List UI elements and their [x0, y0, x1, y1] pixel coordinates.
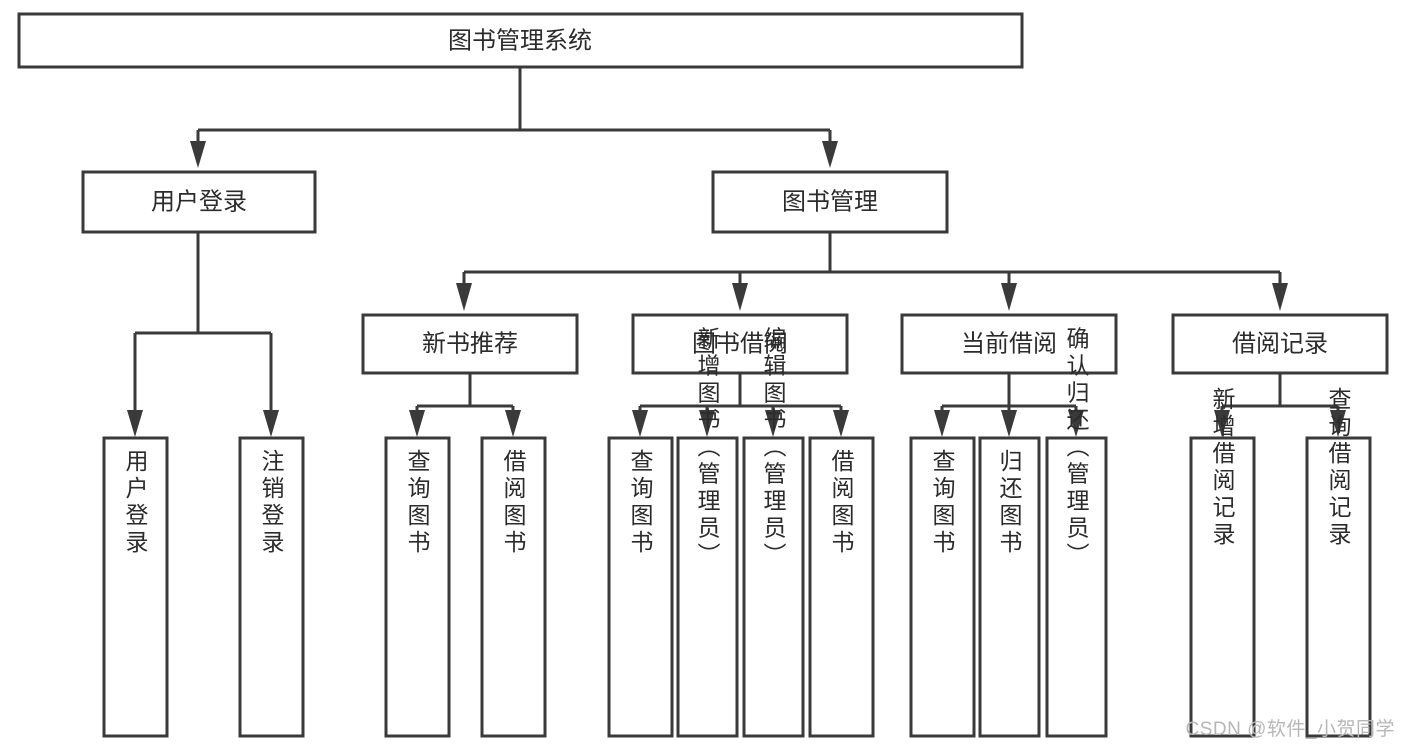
node-leaf-query-book-3-label: 查询图书 [929, 449, 956, 557]
connector-group-bookmgmt [456, 233, 1288, 311]
node-book-borrow-box[interactable] [631, 313, 849, 375]
arrow-head-leaf-borrow-book-2 [833, 410, 849, 437]
connector-group-root [190, 67, 838, 168]
connector-group-new-book-recommend [409, 374, 521, 437]
arrow-head-new-book-recommend [456, 283, 472, 311]
node-root-label: 图书管理系统 [448, 27, 592, 54]
node-leaf-confirm-return[interactable]: 确认归还（管理员） [1045, 327, 1108, 738]
node-leaf-user-login-box[interactable] [102, 436, 169, 738]
node-leaf-return-book-box[interactable] [978, 436, 1041, 738]
node-leaf-return-book[interactable]: 归还图书 [978, 436, 1041, 738]
node-book-management[interactable]: 图书管理 [711, 170, 949, 234]
arrow-head-leaf-query-book-2 [632, 410, 648, 437]
node-leaf-borrow-book-1-box[interactable] [480, 436, 547, 738]
node-leaf-query-record-label: 查询借阅记录 [1325, 387, 1352, 549]
node-leaf-confirm-return-box[interactable] [1045, 436, 1108, 738]
connector-group-book-borrow [632, 374, 849, 437]
connector-group-current-borrow [934, 374, 1084, 437]
node-current-borrow-label: 当前借阅 [961, 330, 1057, 357]
node-leaf-edit-book-box[interactable] [742, 436, 805, 738]
node-leaf-confirm-return-label: 确认归还（管理员） [1063, 327, 1090, 570]
arrow-head-leaf-edit-book [765, 410, 781, 437]
arrow-head-borrow-records [1272, 283, 1288, 311]
arrow-head-leaf-user-login [127, 410, 143, 437]
node-leaf-borrow-book-2-label: 借阅图书 [828, 449, 855, 557]
node-book-borrow[interactable]: 图书借阅 [631, 313, 849, 375]
node-leaf-query-book-2-box[interactable] [607, 436, 674, 738]
node-leaf-borrow-book-2[interactable]: 借阅图书 [808, 436, 875, 738]
node-current-borrow[interactable]: 当前借阅 [900, 313, 1118, 375]
node-new-book-recommend-label: 新书推荐 [422, 330, 518, 357]
node-leaf-user-login[interactable]: 用户登录 [102, 436, 169, 738]
node-leaf-borrow-book-1-label: 借阅图书 [500, 449, 527, 557]
node-root-box[interactable] [17, 12, 1024, 69]
node-leaf-query-book-3[interactable]: 查询图书 [909, 436, 976, 738]
node-leaf-add-record[interactable]: 新增借阅记录 [1189, 387, 1256, 738]
node-borrow-records-label: 借阅记录 [1232, 330, 1328, 357]
node-leaf-query-book-1-box[interactable] [384, 436, 451, 738]
node-leaf-borrow-book-2-box[interactable] [808, 436, 875, 738]
node-book-borrow-label: 图书借阅 [692, 330, 788, 357]
arrow-head-book-borrow [732, 283, 748, 311]
node-leaf-add-book-box[interactable] [676, 436, 739, 738]
arrow-head-current-borrow [1001, 283, 1017, 311]
node-leaf-add-record-box[interactable] [1189, 436, 1256, 738]
node-borrow-records[interactable]: 借阅记录 [1171, 313, 1389, 375]
node-user-login-box[interactable] [81, 170, 317, 234]
node-root[interactable]: 图书管理系统 [17, 12, 1024, 69]
node-leaf-query-record[interactable]: 查询借阅记录 [1305, 387, 1372, 738]
arrow-head-leaf-confirm-return [1068, 410, 1084, 437]
node-leaf-logout-box[interactable] [238, 436, 305, 738]
node-leaf-query-book-1[interactable]: 查询图书 [384, 436, 451, 738]
node-leaf-logout-label: 注销登录 [258, 449, 285, 557]
node-leaf-query-record-box[interactable] [1305, 436, 1372, 738]
node-leaf-query-book-2[interactable]: 查询图书 [607, 436, 674, 738]
node-leaf-return-book-label: 归还图书 [996, 449, 1023, 557]
connector-group-borrow-records [1214, 374, 1346, 437]
node-current-borrow-box[interactable] [900, 313, 1118, 375]
node-borrow-records-box[interactable] [1171, 313, 1389, 375]
node-leaf-add-book-label: 新增图书（管理员） [694, 327, 721, 570]
node-user-login[interactable]: 用户登录 [81, 170, 317, 234]
node-leaf-edit-book-label: 编辑图书（管理员） [760, 327, 787, 570]
connector-group-userlogin [127, 233, 279, 437]
node-book-management-label: 图书管理 [782, 188, 878, 215]
node-leaf-add-record-label: 新增借阅记录 [1209, 387, 1236, 549]
node-leaf-edit-book[interactable]: 编辑图书（管理员） [742, 327, 805, 738]
arrow-head-leaf-query-book-3 [934, 410, 950, 437]
node-book-management-box[interactable] [711, 170, 949, 234]
arrow-head-leaf-query-book-1 [409, 410, 425, 437]
arrow-head-leaf-add-book [699, 410, 715, 437]
arrow-head-leaf-borrow-book-1 [505, 410, 521, 437]
node-leaf-borrow-book-1[interactable]: 借阅图书 [480, 436, 547, 738]
node-leaf-user-login-label: 用户登录 [122, 449, 149, 557]
arrow-head-userlogin [190, 141, 206, 168]
node-leaf-logout[interactable]: 注销登录 [238, 436, 305, 738]
arrow-head-leaf-logout [263, 410, 279, 437]
node-leaf-query-book-1-label: 查询图书 [404, 449, 431, 557]
node-new-book-recommend[interactable]: 新书推荐 [361, 313, 579, 375]
node-leaf-query-book-3-box[interactable] [909, 436, 976, 738]
node-leaf-query-book-2-label: 查询图书 [627, 449, 654, 557]
node-new-book-recommend-box[interactable] [361, 313, 579, 375]
node-leaf-add-book[interactable]: 新增图书（管理员） [676, 327, 739, 738]
arrow-head-leaf-return-book [1001, 410, 1017, 437]
arrow-head-leaf-add-record [1214, 410, 1230, 437]
arrow-head-bookmgmt [822, 141, 838, 168]
arrow-head-leaf-query-record [1330, 410, 1346, 437]
node-user-login-label: 用户登录 [151, 188, 247, 215]
